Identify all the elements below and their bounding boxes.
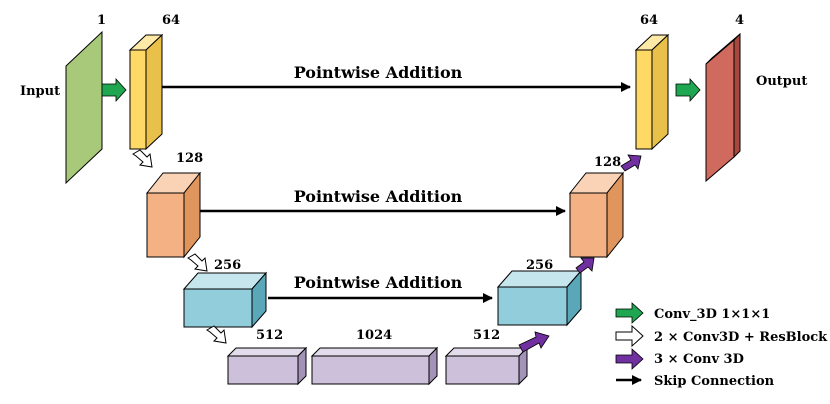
purple-arrow-icon [620, 154, 642, 172]
legend-item-conv-resblock: 2 × Conv3D + ResBlock [615, 324, 828, 348]
output-slab [705, 32, 741, 183]
decoder-block-512 [444, 346, 529, 386]
purple-arrow-icon [615, 348, 644, 370]
encoder-channels-128: 128 [176, 151, 203, 166]
legend-item-conv1x1: Conv_3D 1×1×1 [615, 302, 770, 324]
white-arrow-icon [187, 253, 208, 272]
encoder-block-512 [226, 346, 308, 386]
decoder-block-64 [634, 33, 670, 151]
legend-label: 3 × Conv 3D [654, 352, 744, 367]
purple-arrow-icon [518, 331, 550, 353]
legend-item-skip: Skip Connection [616, 374, 775, 389]
output-channels: 4 [735, 13, 744, 28]
white-arrow-icon [615, 324, 644, 348]
input-slab [65, 30, 103, 185]
legend-item-conv3d: 3 × Conv 3D [615, 348, 744, 370]
green-arrow-icon [101, 77, 127, 103]
bottleneck-channels-1024: 1024 [356, 328, 392, 343]
output-label: Output [756, 74, 807, 89]
encoder-channels-512: 512 [256, 328, 283, 343]
white-arrow-icon [132, 149, 153, 168]
green-arrow-icon [615, 302, 644, 324]
skip-label-top: Pointwise Addition [294, 63, 463, 82]
encoder-block-256 [182, 271, 268, 329]
decoder-channels-256: 256 [526, 258, 553, 273]
decoder-channels-512: 512 [473, 328, 500, 343]
encoder-channels-64: 64 [162, 13, 180, 28]
legend-label: Conv_3D 1×1×1 [654, 307, 770, 322]
green-arrow-icon [675, 77, 701, 103]
decoder-block-128 [568, 171, 625, 259]
bottleneck-block-1024 [310, 346, 439, 386]
decoder-channels-64: 64 [640, 13, 658, 28]
skip-label-low: Pointwise Addition [294, 273, 463, 292]
skip-label-mid: Pointwise Addition [294, 187, 463, 206]
legend: Conv_3D 1×1×1 2 × Conv3D + ResBlock 3 × … [615, 302, 828, 389]
purple-arrow-icon [575, 257, 595, 274]
decoder-channels-128: 128 [594, 155, 621, 170]
input-label: Input [20, 84, 60, 99]
legend-label: 2 × Conv3D + ResBlock [654, 330, 828, 345]
input-channels: 1 [97, 13, 106, 28]
encoder-block-128 [145, 171, 202, 259]
legend-label: Skip Connection [654, 374, 775, 389]
white-arrow-icon [206, 325, 227, 344]
encoder-channels-256: 256 [214, 258, 241, 273]
decoder-block-256 [496, 269, 583, 327]
encoder-block-64 [128, 33, 164, 151]
